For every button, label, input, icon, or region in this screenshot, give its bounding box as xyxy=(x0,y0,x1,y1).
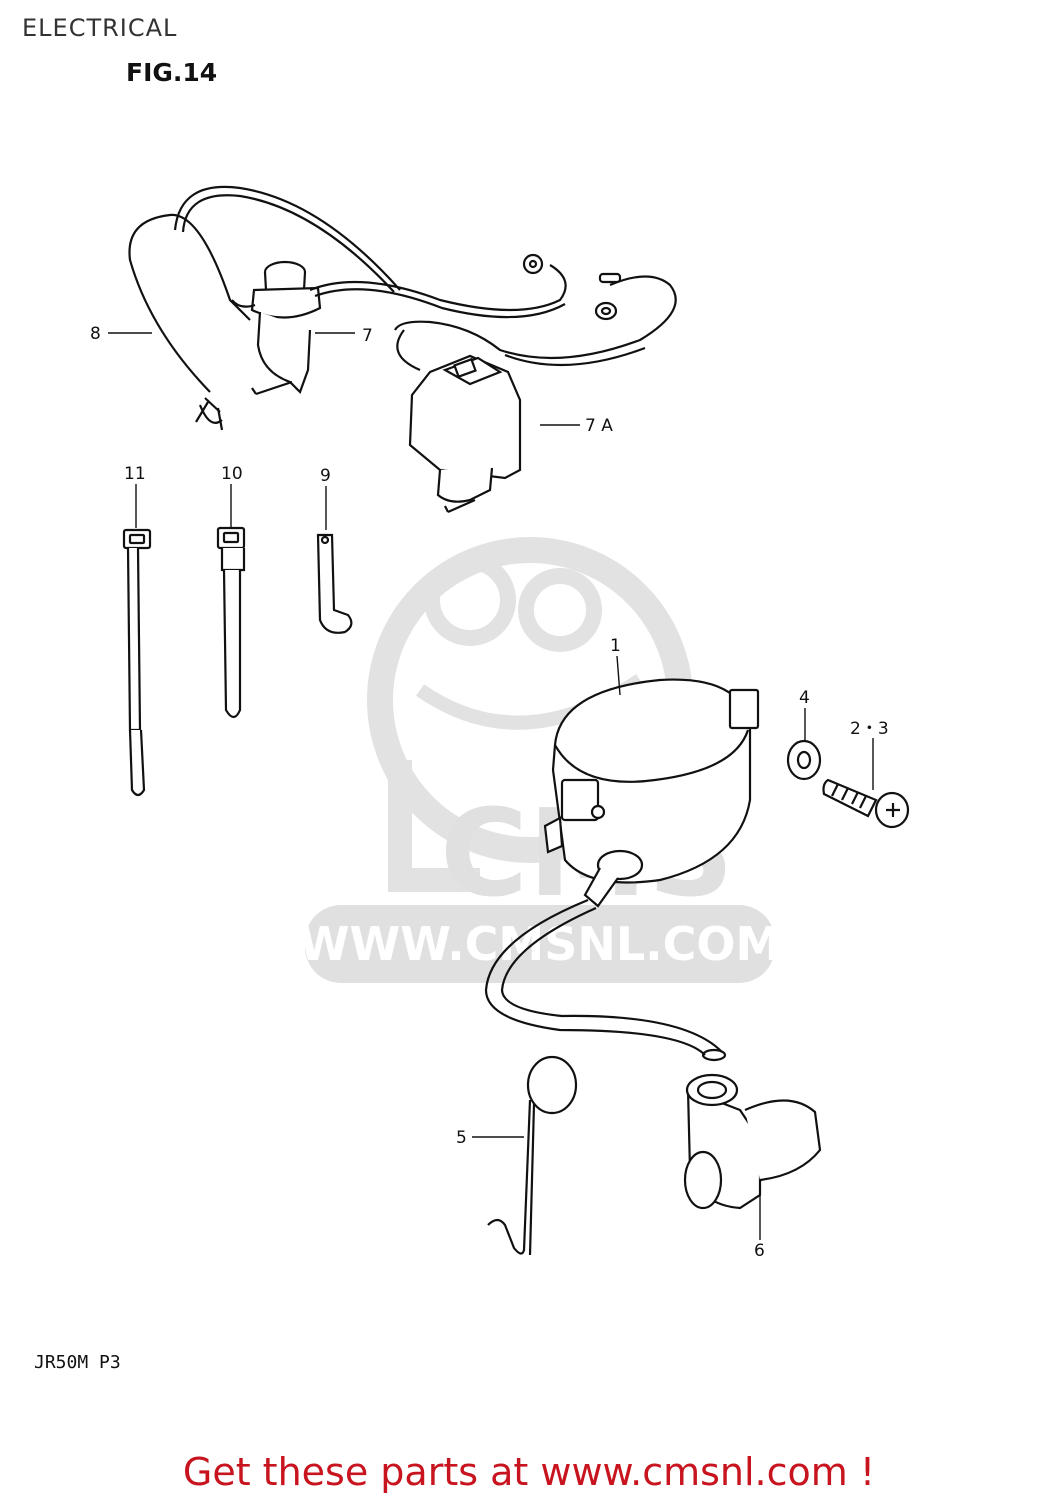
model-code: JR50M P3 xyxy=(34,1352,121,1373)
ring-terminals xyxy=(522,253,622,321)
watermark-url: WWW.CMSNL.COM xyxy=(299,917,782,971)
part-4-washer xyxy=(786,739,822,781)
figure-title: FIG.14 xyxy=(126,58,218,87)
part-5-spring-clip xyxy=(487,1055,578,1256)
callout-1: 1 xyxy=(610,636,621,656)
callout-10: 10 xyxy=(221,464,243,484)
promo-link[interactable]: Get these parts at www.cmsnl.com ! xyxy=(182,1450,876,1494)
callout-leaders xyxy=(108,332,874,1240)
callout-2-3: 2・3 xyxy=(850,719,889,739)
callout-6: 6 xyxy=(754,1241,765,1261)
callout-7: 7 xyxy=(362,326,373,346)
section-title: ELECTRICAL xyxy=(22,14,178,42)
callout-9: 9 xyxy=(320,466,331,486)
part-11-cable-tie xyxy=(122,528,152,797)
callout-labels: 8 7 7 A 11 10 9 1 4 2・3 5 6 xyxy=(90,324,889,1261)
part-2-3-screw xyxy=(822,778,910,829)
switch-wires xyxy=(309,264,677,372)
callout-5: 5 xyxy=(456,1128,467,1148)
part-8-wire-harness xyxy=(128,185,401,431)
part-1-ignition-coil xyxy=(543,678,760,908)
part-10-cable-tie xyxy=(216,526,246,719)
part-9-clamp-band xyxy=(316,533,353,634)
callout-8: 8 xyxy=(90,324,101,344)
high-tension-lead xyxy=(484,898,727,1062)
callout-7a: 7 A xyxy=(585,416,613,436)
part-6-spark-plug-cap xyxy=(683,1073,822,1210)
part-7a-switch-housing xyxy=(408,354,522,514)
callout-11: 11 xyxy=(124,464,146,484)
callout-4: 4 xyxy=(799,688,810,708)
part-7-push-switch xyxy=(231,260,322,396)
